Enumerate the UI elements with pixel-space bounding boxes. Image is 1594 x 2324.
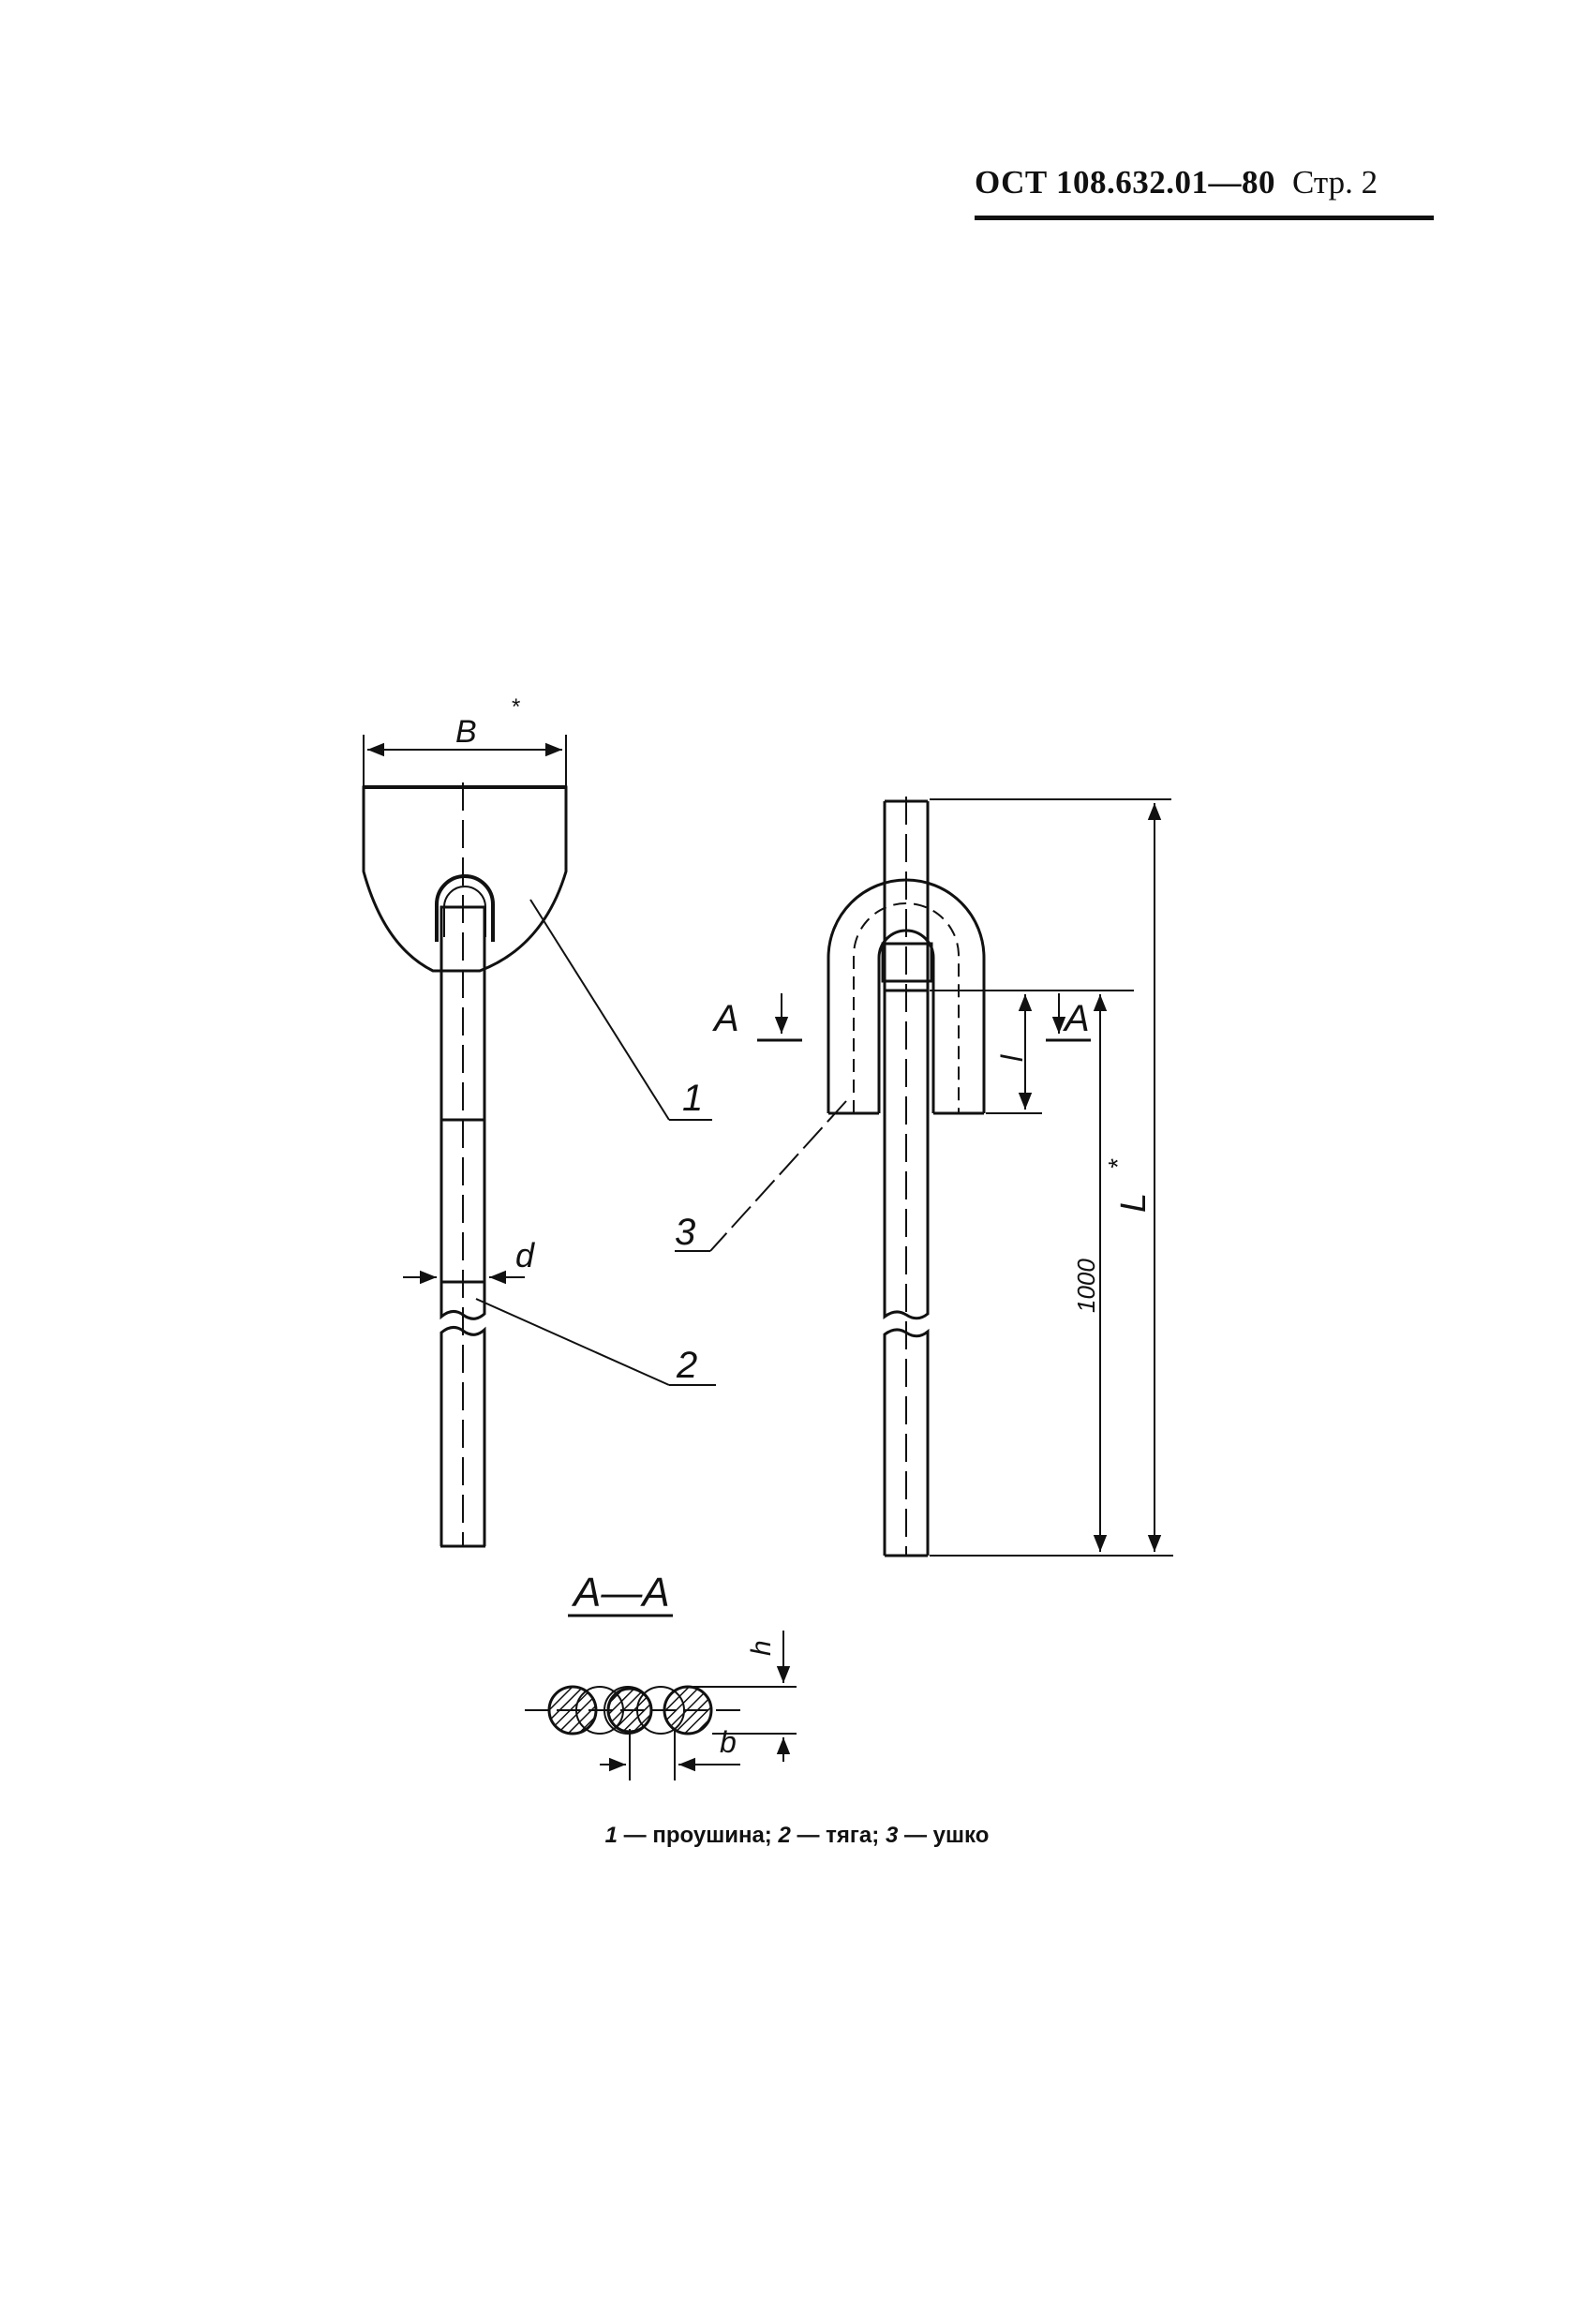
leader-2	[475, 1298, 670, 1386]
legend-text-1: проушина;	[652, 1823, 772, 1848]
link-box	[881, 942, 933, 983]
dim-b-label: B	[455, 714, 477, 750]
section-title: А—А	[571, 1570, 670, 1616]
rod-break-right	[883, 1284, 930, 1320]
left-view	[362, 782, 716, 1548]
right-view	[675, 797, 986, 1557]
dimension-b	[363, 735, 567, 789]
legend-num-2: 2	[778, 1823, 791, 1848]
standard-number: ОСТ 108.632.01—80	[975, 164, 1276, 201]
callout-3: 3	[675, 1212, 695, 1253]
dim-l-label: l	[995, 1054, 1029, 1062]
rod-break-top	[439, 1282, 486, 1320]
callout-1: 1	[682, 1078, 703, 1119]
lug-plate	[362, 785, 568, 973]
legend-dash-3: —	[903, 1823, 927, 1848]
section-mark-a-right-symbol	[1046, 993, 1091, 1042]
dim-L-label: L	[1114, 1193, 1154, 1213]
legend-text-2: тяга;	[826, 1823, 880, 1848]
dim-d-label: d	[515, 1236, 535, 1274]
page-number: Стр. 2	[1292, 164, 1378, 201]
page-header: ОСТ 108.632.01—80 Стр. 2	[975, 164, 1434, 220]
callout-2: 2	[676, 1345, 697, 1386]
dimension-h	[693, 1631, 797, 1762]
dim-b-mark: *	[511, 694, 520, 720]
legend-num-3: 3	[885, 1823, 899, 1848]
dim-h-label: h	[746, 1640, 777, 1656]
legend-num-1: 1	[604, 1823, 618, 1848]
dimension-1000	[930, 994, 1173, 1557]
dim-b-section-label: b	[720, 1725, 737, 1759]
section-aa	[525, 1685, 740, 1736]
legend-dash-2: —	[797, 1823, 820, 1848]
dimension-L	[930, 798, 1171, 1552]
dim-1000-label: 1000	[1072, 1259, 1100, 1313]
legend: 1 — проушина; 2 — тяга; 3 — ушко	[0, 1823, 1594, 1849]
lug-hole	[435, 874, 495, 942]
rod-upper	[439, 905, 486, 1284]
legend-dash-1: —	[623, 1823, 647, 1848]
dimension-l	[930, 990, 1134, 1114]
rod-lower	[439, 1326, 486, 1546]
leader-3	[709, 1100, 847, 1252]
eye-outer	[827, 878, 986, 1113]
dimension-b-section	[600, 1729, 740, 1780]
section-mark-a-left: A	[712, 998, 739, 1039]
dim-L-mark: *	[1103, 1158, 1132, 1169]
section-mark-a-right: A	[1063, 998, 1090, 1039]
section-mark-a-left-symbol	[757, 993, 802, 1042]
legend-text-3: ушко	[932, 1823, 990, 1848]
leader-1	[529, 899, 670, 1121]
